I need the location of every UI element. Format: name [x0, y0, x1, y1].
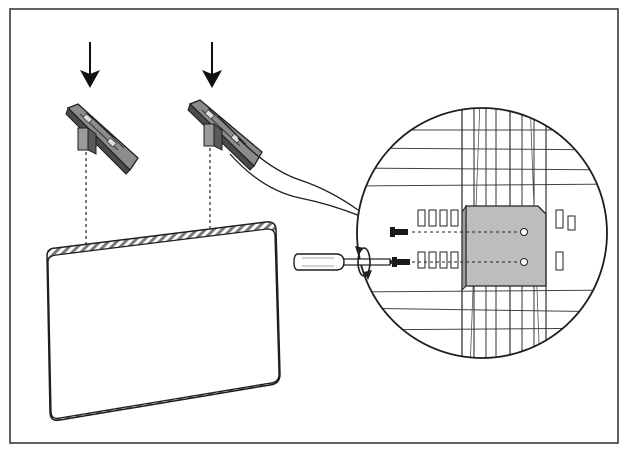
screw-hole-top — [520, 228, 528, 236]
screwdriver-icon — [293, 253, 394, 271]
down-arrow-right — [202, 42, 222, 88]
screw-hole-bottom — [520, 258, 528, 266]
figure-border — [9, 8, 619, 444]
stand-left — [65, 103, 139, 175]
down-arrow-left — [80, 42, 100, 88]
screw-bottom — [392, 257, 410, 267]
stand-bracket-detail — [465, 205, 547, 287]
screw-top — [390, 227, 408, 237]
stand-right — [187, 99, 263, 171]
magnifier-connector-bottom — [229, 153, 361, 217]
magnifier-connector-top — [237, 137, 359, 211]
rotation-arrow-icon — [355, 246, 372, 280]
magnified-detail-circle — [356, 107, 608, 359]
tv-panel — [46, 221, 281, 422]
